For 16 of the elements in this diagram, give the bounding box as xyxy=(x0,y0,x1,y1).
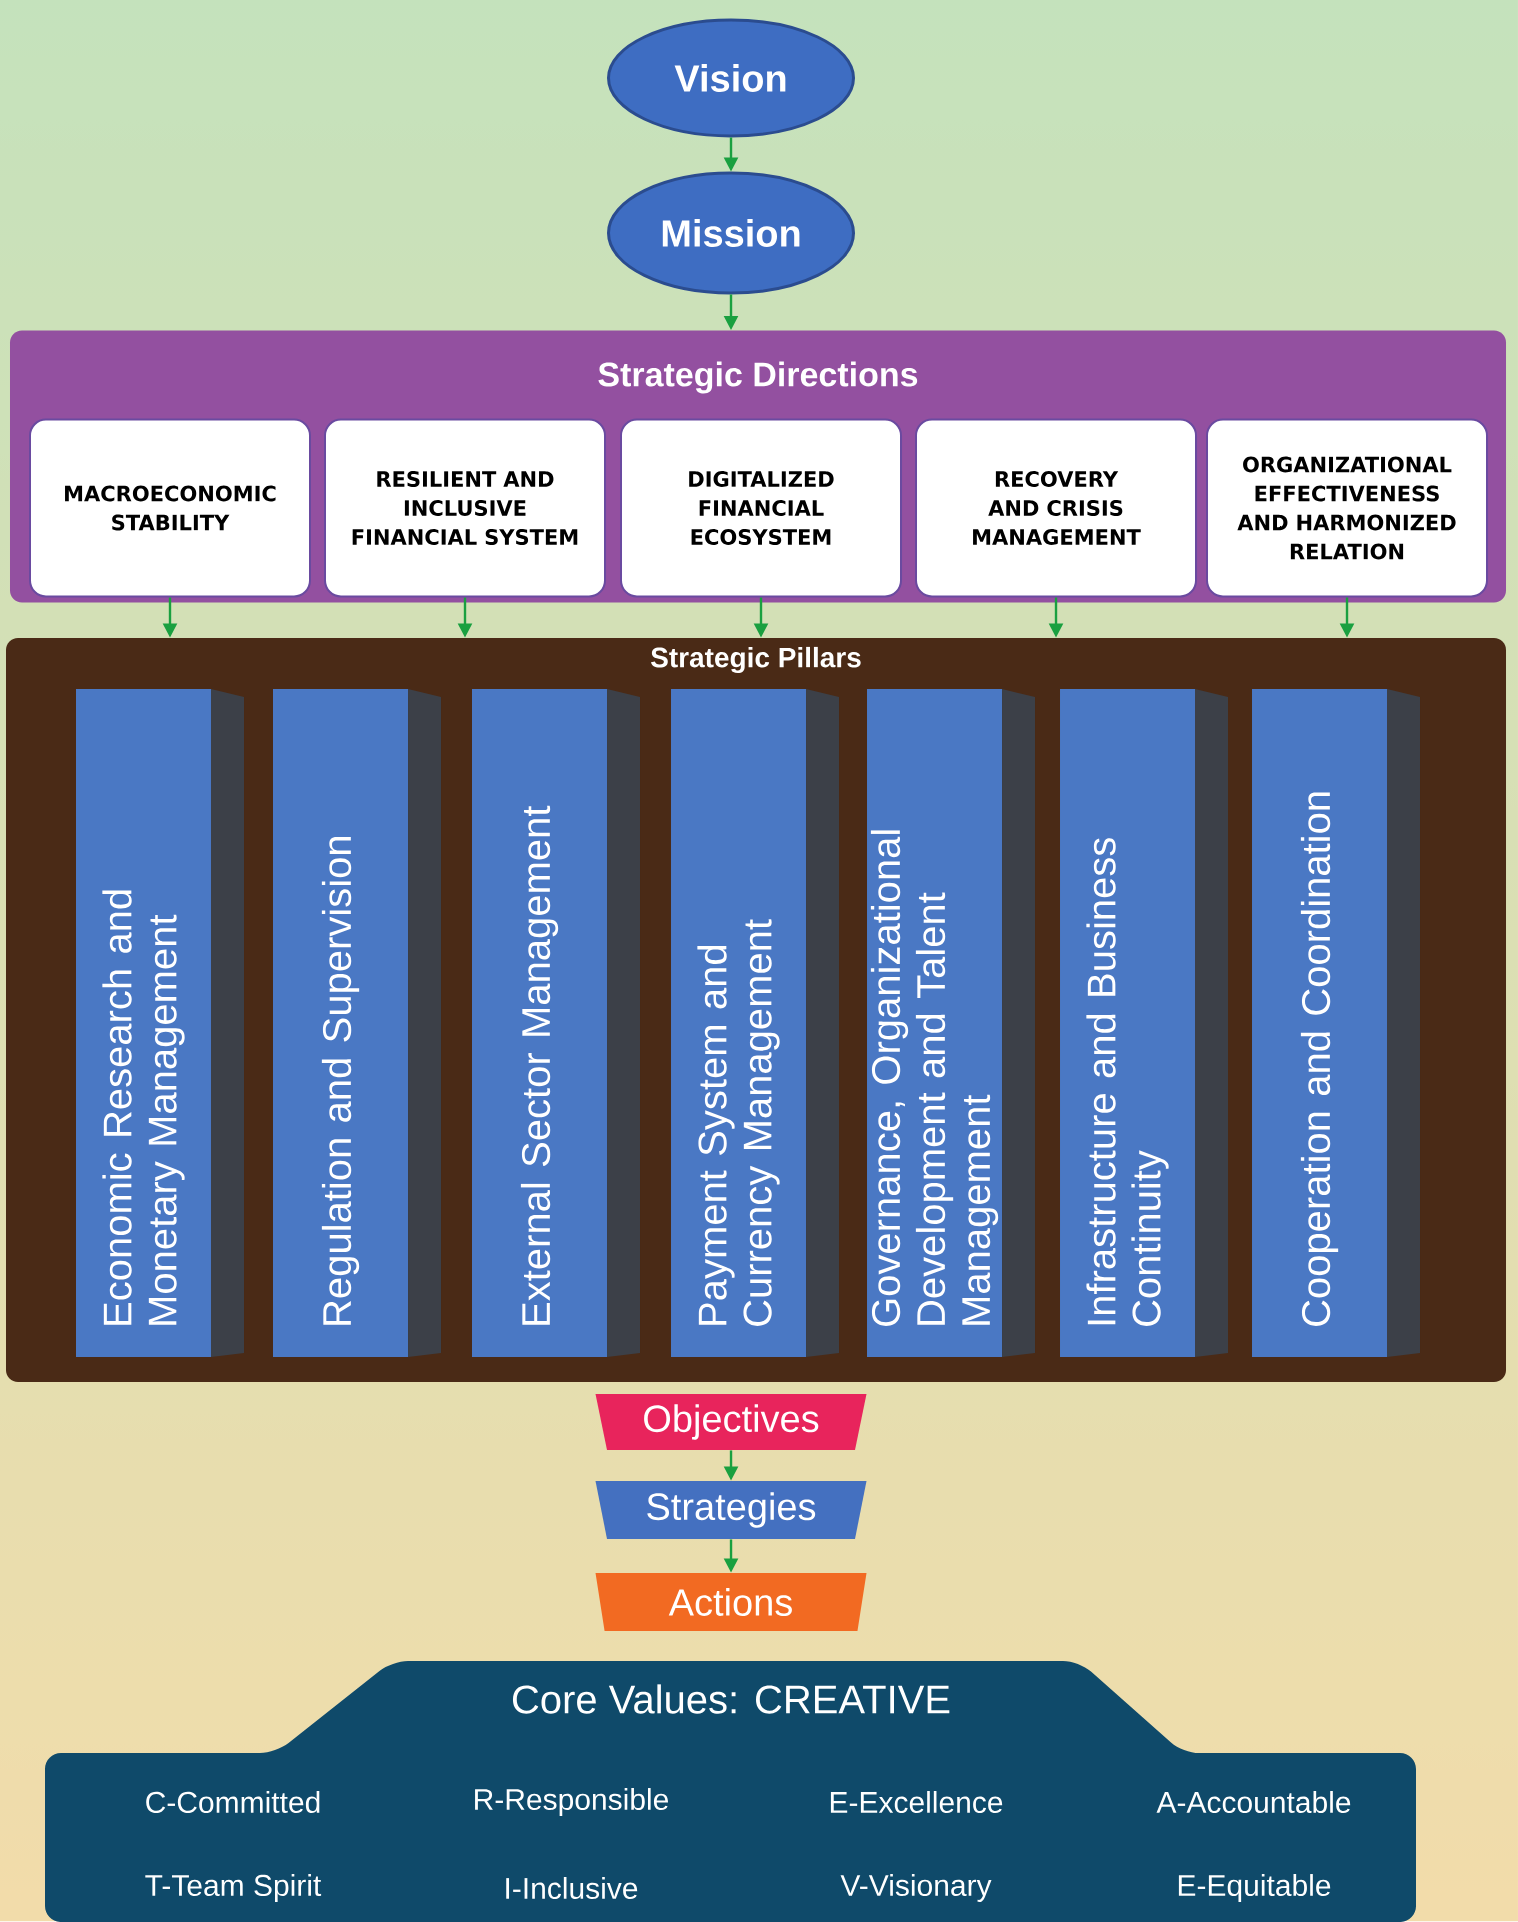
pillar-block: Regulation and Supervision xyxy=(273,689,441,1357)
pillar-block: Governance, Organizational Development and Talent Management xyxy=(867,689,1035,1357)
pillar-block: Economic Research and Monetary Management xyxy=(76,689,244,1357)
direction-box: ORGANIZATIONAL EFFECTIVENESS AND HARMONIZED RELATION xyxy=(1206,418,1488,598)
pillar-block: Cooperation and Coordination xyxy=(1252,689,1420,1357)
direction-box: MACROECONOMIC STABILITY xyxy=(29,418,311,598)
core-values-panel: Core Values: CREATIVE C-Committed R-Responsible E-Excellence A-Accountable T-Team Spirit I-Inclusive V-Visionary E-Equitable xyxy=(45,1661,1416,1922)
trapezoid-banner: Strategies xyxy=(595,1481,867,1539)
direction-box: RESILIENT AND INCLUSIVE FINANCIAL SYSTEM xyxy=(324,418,606,598)
pillar-block: Payment System and Currency Management xyxy=(671,689,839,1357)
pillar-block: External Sector Management xyxy=(472,689,640,1357)
direction-box: RECOVERY AND CRISIS MANAGEMENT xyxy=(915,418,1197,598)
direction-box: DIGITALIZED FINANCIAL ECOSYSTEM xyxy=(620,418,902,598)
trapezoid-banner: Actions xyxy=(595,1573,867,1631)
pillar-block: Infrastructure and Business Continuity xyxy=(1060,689,1228,1357)
trapezoid-banner: Objectives xyxy=(595,1394,867,1450)
